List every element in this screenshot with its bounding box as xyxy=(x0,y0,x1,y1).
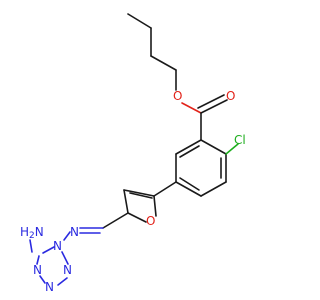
bond xyxy=(129,192,153,199)
bond xyxy=(200,139,227,155)
nitrogen-atom-label: N xyxy=(70,225,79,239)
bond xyxy=(175,139,202,155)
bond xyxy=(225,143,239,155)
bond xyxy=(36,255,40,265)
bond xyxy=(42,246,55,254)
bond xyxy=(153,181,177,197)
amine-subscript: 2 xyxy=(29,231,35,241)
amine-nitrogen: N xyxy=(35,225,44,239)
amine-hydrogen: H xyxy=(20,225,29,239)
nitrogen-atom-label: N xyxy=(33,263,42,277)
amine-label: H2N xyxy=(20,225,44,241)
bond xyxy=(123,189,129,214)
bond xyxy=(39,275,46,284)
bond xyxy=(123,189,155,197)
chlorine-atom-label: Cl xyxy=(234,133,246,147)
bond xyxy=(200,99,228,114)
bond xyxy=(63,231,71,241)
oxygen-atom-label: O xyxy=(226,89,235,103)
bond xyxy=(175,181,202,197)
bond xyxy=(200,181,227,197)
molecule-structure-drawing: O O Cl O N N N N N H2N xyxy=(20,13,246,294)
nitrogen-atom-label: N xyxy=(63,263,72,277)
bond xyxy=(179,145,200,158)
nitrogen-atom-label: N xyxy=(53,239,62,253)
bond xyxy=(153,195,157,217)
oxygen-atom-label: O xyxy=(146,214,155,228)
bond xyxy=(102,212,129,229)
oxygen-atom-label: O xyxy=(173,89,182,103)
bonds xyxy=(29,13,239,286)
bond xyxy=(29,239,33,253)
bond xyxy=(197,94,225,109)
bond xyxy=(127,13,152,29)
atom-labels: O O Cl O N N N N N H2N xyxy=(20,89,246,294)
bond xyxy=(150,55,177,71)
bond xyxy=(127,212,147,223)
bond xyxy=(179,177,200,191)
bond xyxy=(181,102,202,114)
bond xyxy=(61,251,69,265)
nitrogen-atom-label: N xyxy=(45,280,54,294)
bond xyxy=(57,277,68,286)
